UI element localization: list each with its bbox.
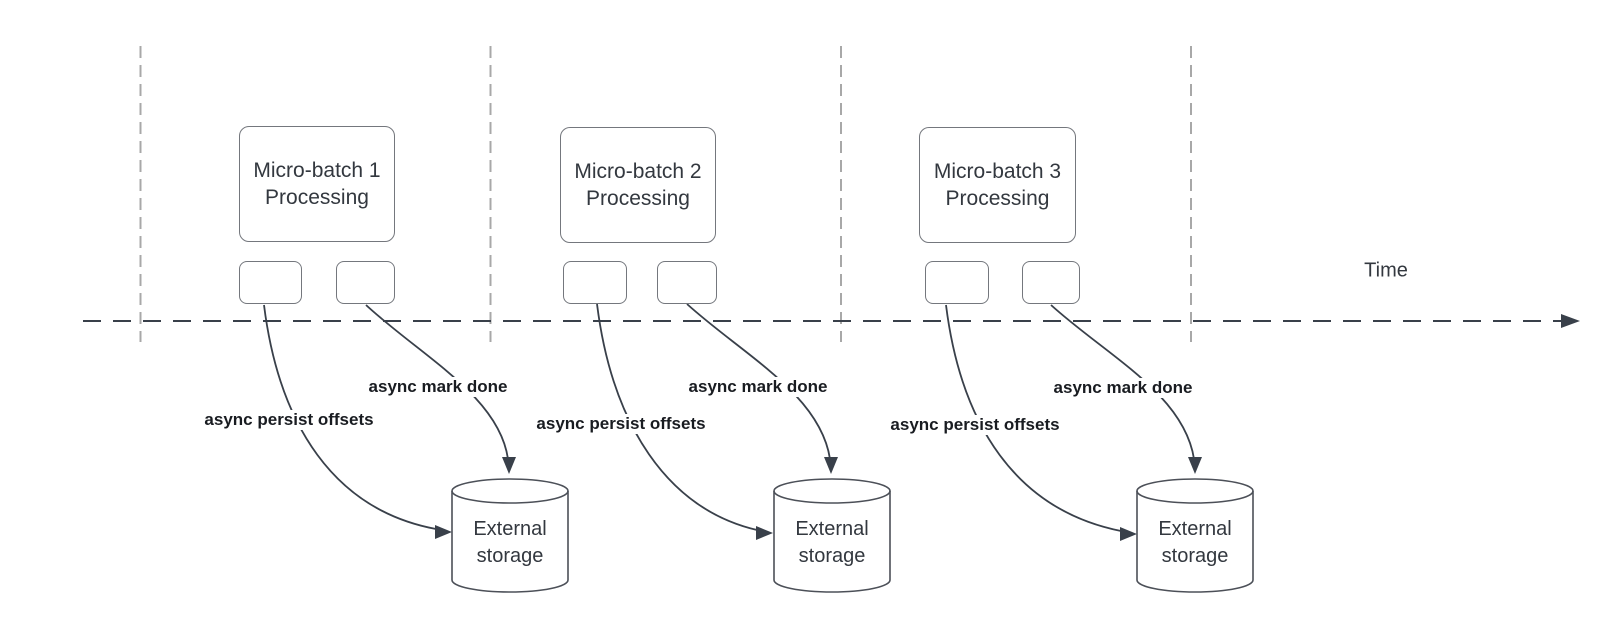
mark-done-label-3: async mark done bbox=[1050, 378, 1196, 398]
persist-offsets-arrowhead-3-icon bbox=[1120, 527, 1137, 541]
persist-offsets-edge-1 bbox=[263, 304, 437, 530]
persist-offsets-label-2: async persist offsets bbox=[533, 414, 709, 434]
micro-batch-1-offsets-task-box bbox=[239, 261, 302, 304]
micro-batch-2-done-task-box bbox=[657, 261, 717, 304]
mark-done-edge-2 bbox=[686, 303, 831, 460]
storage-label-line2: storage bbox=[476, 545, 544, 567]
persist-offsets-edge-3 bbox=[945, 304, 1122, 532]
micro-batch-2-offsets-task-box bbox=[563, 261, 627, 304]
storage-label-line2: storage bbox=[798, 545, 866, 567]
external-storage-cylinder-2-rim bbox=[773, 490, 891, 504]
mark-done-arrowhead-2-icon bbox=[824, 457, 838, 474]
mark-done-arrowhead-1-icon bbox=[502, 457, 516, 474]
micro-batch-3-processing-title: Micro-batch 3 Processing bbox=[934, 158, 1061, 212]
persist-offsets-label-3: async persist offsets bbox=[887, 415, 1063, 435]
micro-batch-3-offsets-task-box bbox=[925, 261, 989, 304]
micro-batch-1-processing-box: Micro-batch 1 Processing bbox=[239, 126, 395, 242]
micro-batch-2-processing-title: Micro-batch 2 Processing bbox=[574, 158, 701, 212]
micro-batch-3-done-task-box bbox=[1022, 261, 1080, 304]
storage-label-line1: External bbox=[795, 518, 869, 540]
process-title-line1: Micro-batch 2 bbox=[574, 160, 702, 183]
external-storage-cylinder-1-rim bbox=[451, 490, 569, 504]
process-title-line1: Micro-batch 1 bbox=[253, 159, 381, 182]
storage-label-line2: storage bbox=[1161, 545, 1229, 567]
time-axis-arrowhead-icon bbox=[1561, 314, 1580, 328]
micro-batch-3-processing-box: Micro-batch 3 Processing bbox=[919, 127, 1076, 243]
storage-label-line1: External bbox=[1158, 518, 1232, 540]
external-storage-cylinder-1 bbox=[451, 478, 569, 593]
mark-done-label-2: async mark done bbox=[685, 377, 831, 397]
external-storage-label-1: External storage bbox=[452, 516, 568, 570]
mark-done-edge-3 bbox=[1050, 304, 1195, 460]
micro-batch-1-done-task-box bbox=[336, 261, 395, 304]
persist-offsets-label-1: async persist offsets bbox=[201, 410, 377, 430]
process-title-line2: Processing bbox=[586, 187, 690, 210]
process-title-line2: Processing bbox=[945, 187, 1050, 210]
mark-done-arrowhead-3-icon bbox=[1188, 457, 1202, 474]
process-title-line1: Micro-batch 3 bbox=[933, 160, 1062, 183]
external-storage-label-2: External storage bbox=[774, 516, 890, 570]
external-storage-cylinder-2 bbox=[773, 478, 891, 593]
persist-offsets-edge-2 bbox=[596, 303, 758, 531]
mark-done-label-1: async mark done bbox=[365, 377, 511, 397]
process-title-line2: Processing bbox=[265, 186, 369, 209]
persist-offsets-arrowhead-2-icon bbox=[756, 526, 773, 540]
micro-batch-1-processing-title: Micro-batch 1 Processing bbox=[253, 157, 380, 211]
external-storage-cylinder-3 bbox=[1136, 478, 1254, 593]
micro-batch-2-processing-box: Micro-batch 2 Processing bbox=[560, 127, 716, 243]
time-axis-label: Time bbox=[1364, 259, 1408, 282]
storage-label-line1: External bbox=[473, 518, 547, 540]
persist-offsets-arrowhead-1-icon bbox=[435, 525, 452, 539]
external-storage-label-3: External storage bbox=[1137, 516, 1253, 570]
external-storage-cylinder-3-rim bbox=[1136, 490, 1254, 504]
